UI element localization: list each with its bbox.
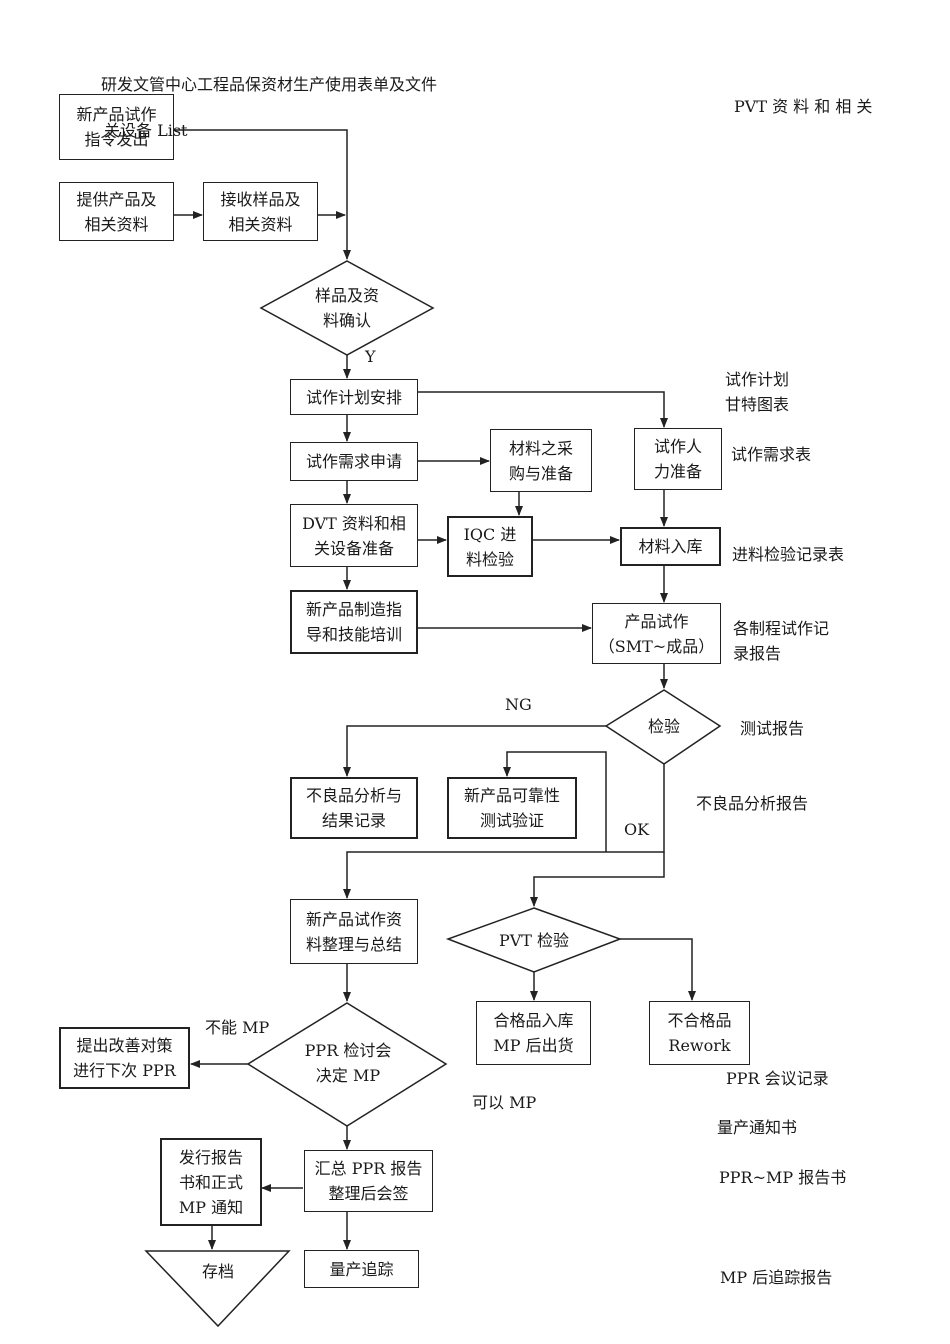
- label-yes: Y: [365, 347, 376, 366]
- doc-process-report: 各制程试作记 录报告: [733, 619, 830, 663]
- node-sample-confirm: 样品及资 料确认: [314, 286, 379, 330]
- node-issue-report: 发行报告 书和正式 MP 通知: [160, 1138, 262, 1226]
- arrow-plan-to-manpower: [418, 391, 668, 428]
- arrow-ng-to-defect: [343, 725, 606, 777]
- node-receive-samples: 接收样品及 相关资料: [203, 182, 318, 241]
- arrow-pvt-to-rework: [620, 938, 696, 1001]
- doc-ppr-mp-report: PPR~MP 报告书: [719, 1168, 847, 1187]
- node-pvt-inspection: PVT 检验: [498, 930, 570, 950]
- arrow-order-to-confirm: [174, 129, 351, 260]
- node-mass-tracking: 量产追踪: [304, 1250, 419, 1288]
- arrow-ok-to-summary: [343, 764, 665, 899]
- node-trial-production: 产品试作 （SMT~成品）: [592, 603, 721, 664]
- node-summary: 新产品试作资 料整理与总结: [290, 899, 418, 964]
- doc-request-form: 试作需求表: [731, 445, 812, 464]
- node-provide-material: 提供产品及 相关资料: [59, 182, 174, 241]
- node-reliability-test: 新产品可靠性 测试验证: [447, 777, 577, 839]
- doc-mp-tracking-report: MP 后追踪报告: [720, 1268, 833, 1287]
- header-overlay-text: 关设备 List: [104, 121, 188, 140]
- node-pass-storage: 合格品入库 MP 后出货: [476, 1001, 591, 1065]
- node-material-purchase: 材料之采 购与准备: [490, 429, 592, 492]
- triangle-archive: [144, 1250, 291, 1328]
- header-title-left: 研发文管中心工程品保资材生产使用表单及文件: [101, 75, 438, 94]
- node-ppr-review: PPR 检讨会 决定 MP: [304, 1041, 392, 1085]
- doc-gantt: 试作计划 甘特图表: [725, 370, 790, 414]
- node-ppr-report: 汇总 PPR 报告 整理后会签: [304, 1150, 433, 1212]
- node-iqc-inspection: IQC 进 料检验: [447, 516, 533, 577]
- doc-mp-notice: 量产通知书: [717, 1118, 798, 1137]
- label-can-mp: 可以 MP: [472, 1093, 537, 1112]
- node-trial-request: 试作需求申请: [290, 442, 418, 481]
- node-defect-analysis: 不良品分析与 结果记录: [290, 777, 418, 839]
- node-new-trial-order: 新产品试作 指令发出: [59, 94, 174, 160]
- node-trial-manpower: 试作人 力准备: [634, 428, 722, 490]
- label-ng: NG: [505, 695, 532, 714]
- header-title-right: PVT 资 料 和 相 关: [734, 97, 873, 116]
- arrow-to-reliability: [503, 751, 607, 852]
- node-rework: 不合格品 Rework: [649, 1001, 750, 1065]
- node-archive: 存档: [201, 1261, 234, 1281]
- label-ok: OK: [624, 820, 650, 839]
- doc-incoming-record: 进料检验记录表: [732, 545, 845, 564]
- doc-test-report: 测试报告: [740, 719, 805, 738]
- label-no-mp: 不能 MP: [205, 1018, 270, 1037]
- node-dvt-prep: DVT 资料和相 关设备准备: [290, 504, 418, 567]
- node-material-storage: 材料入库: [620, 527, 721, 566]
- node-inspection: 检验: [647, 716, 680, 736]
- node-improvement: 提出改善对策 进行下次 PPR: [59, 1027, 190, 1089]
- doc-ppr-minutes: PPR 会议记录: [726, 1069, 829, 1088]
- arrow-ok-to-pvt: [530, 852, 665, 907]
- node-trial-plan: 试作计划安排: [290, 379, 418, 415]
- node-training: 新产品制造指 导和技能培训: [290, 590, 418, 654]
- doc-defect-report: 不良品分析报告: [696, 794, 809, 813]
